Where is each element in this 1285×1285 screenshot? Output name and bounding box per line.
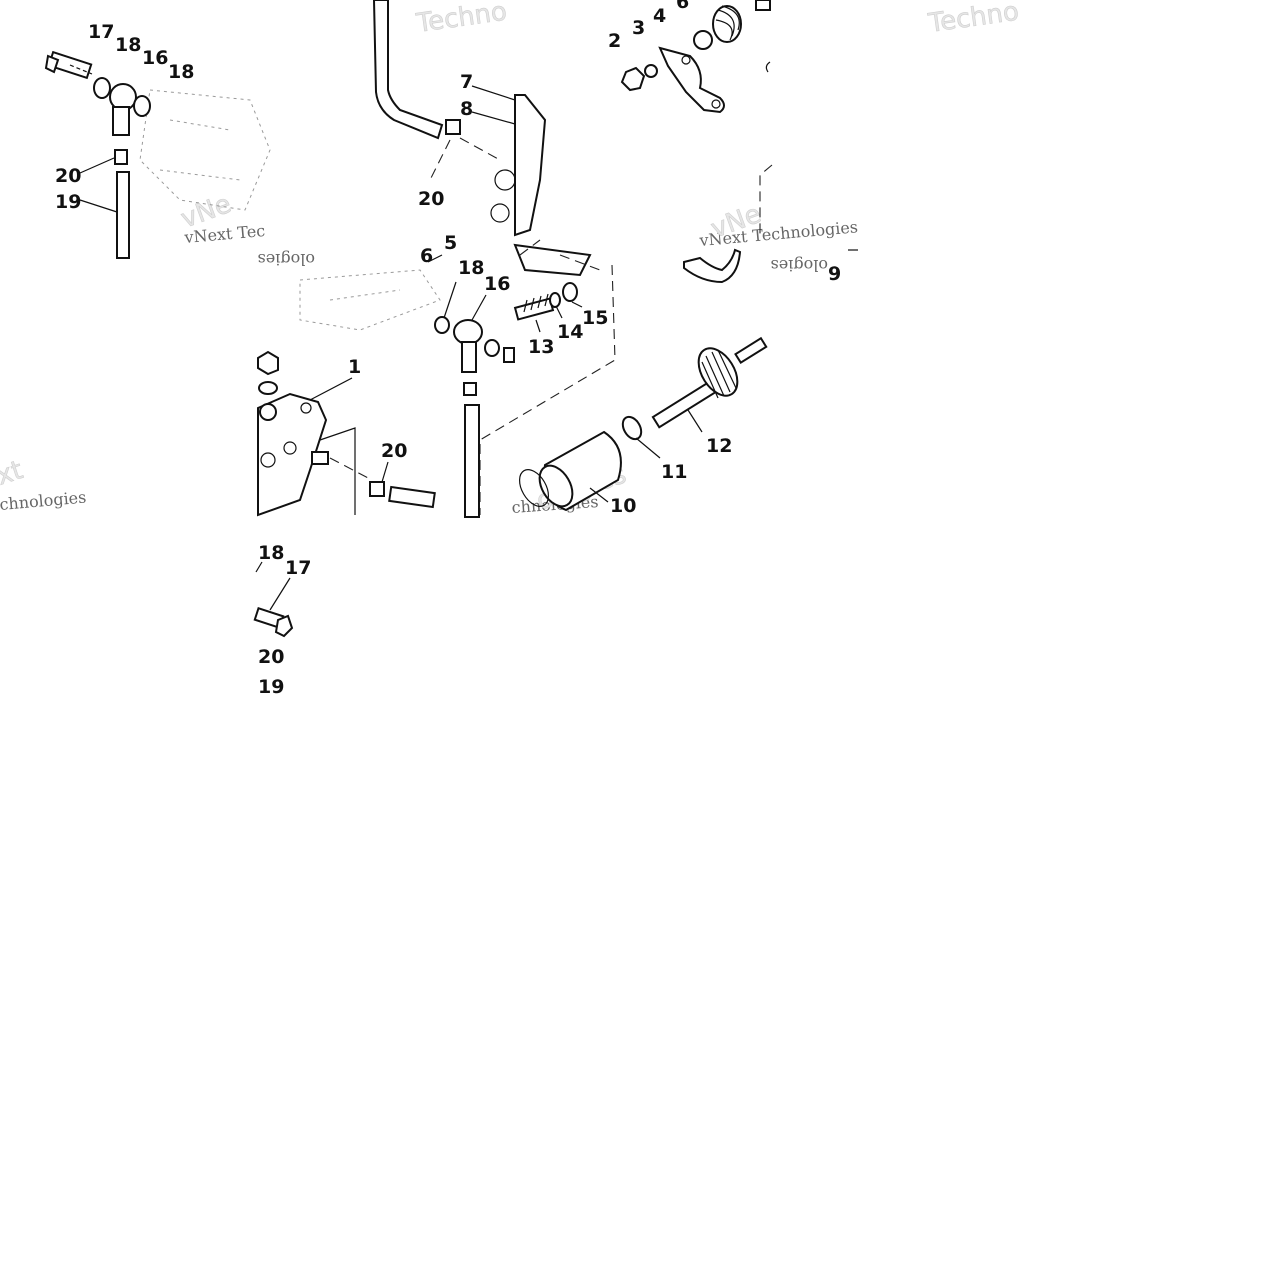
faint-engine-sketch [139, 89, 271, 211]
faint-engine-sketch [299, 269, 441, 331]
callout-6: 6 [420, 245, 433, 267]
watermark: xt [0, 455, 27, 491]
leader-line [269, 577, 291, 611]
callout-7: 7 [460, 71, 473, 93]
watermark: Techno [414, 0, 509, 39]
oil-hose-right [683, 248, 742, 284]
callout-20: 20 [418, 188, 444, 210]
callout-20: 20 [258, 646, 284, 668]
oil-pump-body-upper [490, 94, 592, 277]
oil-line [388, 485, 436, 509]
callout-19: 19 [258, 676, 284, 698]
washer [484, 339, 500, 357]
watermark: ologies [771, 256, 828, 275]
callout-5: 5 [444, 232, 457, 254]
hose-clamp [369, 481, 385, 497]
hose-clamp [445, 119, 461, 135]
thrust-washer [621, 415, 643, 441]
washer [693, 30, 713, 50]
callout-16: 16 [484, 273, 510, 295]
o-ring [518, 469, 550, 507]
bolt [755, 0, 771, 11]
control-lever [658, 46, 725, 114]
leader-line [255, 561, 263, 573]
callout-9: 9 [828, 263, 841, 285]
callout-2: 2 [608, 30, 621, 52]
callout-17: 17 [88, 21, 114, 43]
callout-6: 6 [676, 0, 689, 13]
washer [93, 77, 111, 99]
callout-17: 17 [285, 557, 311, 579]
washer [644, 64, 658, 78]
fitting [503, 347, 515, 363]
callout-20: 20 [55, 165, 81, 187]
banjo-bolt-lower [253, 607, 294, 638]
screw-13 [513, 293, 555, 321]
banjo-fitting [109, 83, 137, 136]
callout-18: 18 [258, 542, 284, 564]
callout-3: 3 [632, 17, 645, 39]
callout-18: 18 [168, 61, 194, 83]
lock-washer [549, 292, 561, 308]
guide-line [759, 164, 773, 235]
washer [562, 282, 578, 302]
guide-line [765, 61, 771, 73]
hose-clamp [114, 149, 128, 165]
oil-pump-body [257, 350, 356, 517]
oil-hose-upper [372, 0, 444, 140]
callout-12: 12 [706, 435, 732, 457]
hose-clamp [463, 382, 477, 396]
banjo-fitting [453, 319, 483, 373]
pump-sleeve [538, 430, 622, 512]
washer [434, 316, 450, 334]
callout-19: 19 [55, 191, 81, 213]
callout-8: 8 [460, 98, 473, 120]
watermark: ologies [258, 250, 315, 269]
callout-18: 18 [458, 257, 484, 279]
callout-14: 14 [557, 321, 583, 343]
pump-drive-gear [651, 336, 768, 429]
nut [620, 66, 646, 92]
callout-15: 15 [582, 307, 608, 329]
washer [133, 95, 151, 117]
oil-line [116, 171, 130, 259]
callout-16: 16 [142, 47, 168, 69]
callout-20: 20 [381, 440, 407, 462]
callout-1: 1 [348, 356, 361, 378]
oil-line [464, 404, 480, 518]
banjo-bolt-upper-left [44, 50, 93, 80]
callout-10: 10 [610, 495, 636, 517]
return-spring [712, 5, 742, 43]
callout-4: 4 [653, 5, 666, 27]
callout-11: 11 [661, 461, 687, 483]
callout-13: 13 [528, 336, 554, 358]
watermark: chnologies [0, 487, 87, 514]
callout-18: 18 [115, 34, 141, 56]
watermark: Techno [926, 0, 1021, 39]
